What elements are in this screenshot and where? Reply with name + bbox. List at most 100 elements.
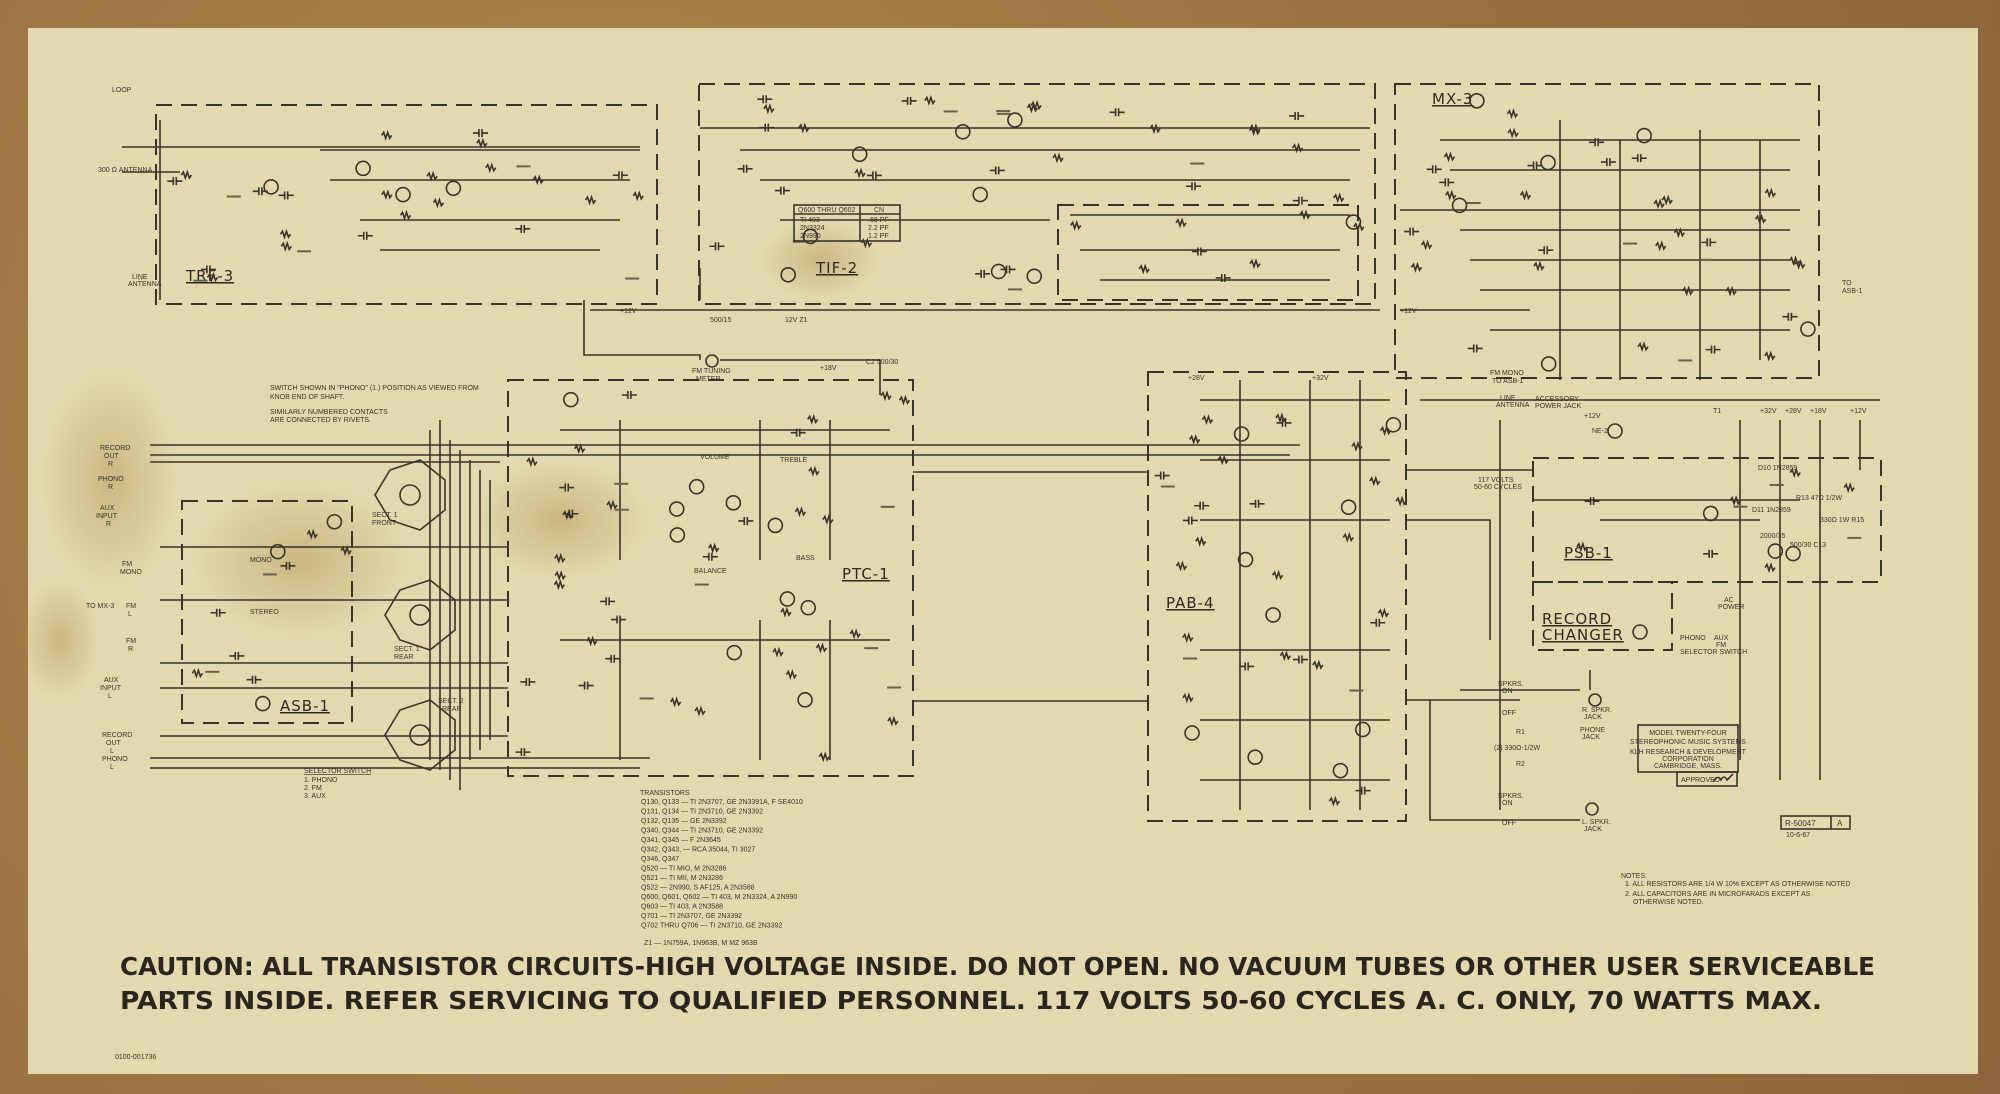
sect1-front-rotor [399,484,421,506]
resistor-symbol [854,167,866,179]
resistor-symbol [1395,495,1407,507]
resistor-symbol [1661,194,1673,206]
svg-text:A: A [1837,819,1843,828]
transistor-symbol [563,391,579,408]
svg-text:3. AUX: 3. AUX [304,793,326,800]
svg-text:+12V: +12V [620,308,637,315]
resistor-symbol [815,642,828,654]
asb1-box [181,500,353,724]
resistor-symbol [1201,414,1214,426]
capacitor-symbol [1701,238,1717,247]
transistor-symbol [270,543,286,560]
svg-text:OUT: OUT [106,740,122,747]
svg-text:POWER JACK: POWER JACK [1535,403,1582,410]
resistor-symbol [1445,189,1457,201]
resistor-symbol [1443,151,1456,163]
transistor-symbol [1026,268,1043,285]
svg-text:T1: T1 [1713,408,1721,415]
capacitor-symbol [1154,471,1170,480]
svg-text:2. ALL CAPACITORS ARE IN MICRO: 2. ALL CAPACITORS ARE IN MICROFARADS EXC… [1625,891,1811,898]
capacitor-symbol [1239,662,1255,671]
svg-text:C2 500/30: C2 500/30 [866,359,898,366]
svg-text:1.2 PF: 1.2 PF [868,233,889,240]
transistor-symbol [955,123,971,140]
capacitor-symbol [1355,786,1371,795]
resistor-symbol [1328,795,1341,807]
component-label-mark [864,647,879,650]
svg-text:KLH RESEARCH & DEVELOPMENT: KLH RESEARCH & DEVELOPMENT [1630,749,1747,756]
capacitor-symbol [210,608,226,617]
svg-text:SPKRS.: SPKRS. [1498,793,1524,800]
capacitor-symbol [737,164,753,173]
resistor-symbol [381,189,393,201]
component-label-mark [614,482,629,485]
resistor-symbol [573,443,586,455]
svg-text:TI 403: TI 403 [800,217,820,224]
component-label-mark [1349,689,1364,692]
capacitor-symbol [621,391,637,400]
svg-text:+18V: +18V [820,365,837,372]
svg-text:MONO: MONO [120,569,142,576]
svg-text:MODEL TWENTY-FOUR: MODEL TWENTY-FOUR [1649,730,1727,737]
capacitor-symbol [1000,265,1016,274]
resistor-symbol [1030,99,1042,111]
svg-text:FM: FM [126,638,136,645]
transistor-symbol [688,478,705,495]
svg-text:MONO: MONO [250,557,272,564]
component-label-mark [1699,258,1714,261]
component-label-mark [614,508,629,511]
capacitor-symbol [1289,111,1305,120]
transistor-list-item: Q522 — 2N990, S AF125, A 2N3588 [641,885,755,892]
transistor-symbol [1233,426,1250,442]
svg-text:LINE: LINE [1500,395,1516,402]
transistor-symbol [725,495,742,511]
resistor-symbol [1410,261,1423,273]
r-speaker-jack-icon [1588,693,1602,707]
svg-text:R2: R2 [1516,761,1525,768]
resistor-symbol [1248,125,1261,137]
transistor-list-item: Q600, Q601, Q602 — TI 403, M 2N3324, A 2… [641,894,797,901]
resistor-symbol [1655,240,1667,252]
component-label-mark [1847,536,1862,539]
resistor-symbol [1299,209,1311,221]
transistor-symbol [1237,551,1254,568]
transistor-symbol [990,263,1007,280]
svg-text:VOLUME: VOLUME [700,454,730,461]
transistor-list-item: Z1 — 1N759A, 1N963B, M MZ 963B [644,940,758,947]
svg-text:+32V: +32V [1312,375,1329,382]
resistor-symbol [1673,227,1686,239]
resistor-symbol [1764,350,1776,362]
transistor-list-item: Q702 THRU Q706 — TI 2N3710, GE 2N3392 [641,923,782,930]
svg-text:300 Ω ANTENNA: 300 Ω ANTENNA [98,167,153,174]
resistor-symbol [1506,108,1519,120]
svg-text:PHONO: PHONO [98,476,124,483]
capacitor-symbol [612,171,628,180]
tif2-box [698,83,1376,305]
svg-text:SELECTOR SWITCH: SELECTOR SWITCH [304,768,371,775]
capacitor-symbol [520,677,536,686]
capacitor-symbol [605,654,621,663]
resistor-symbol [381,129,393,141]
capacitor-symbol [563,509,579,518]
module-boxes [155,83,1882,822]
component-label-mark [1623,242,1638,245]
resistor-symbol [553,579,566,591]
capacitor-symbol [200,265,216,274]
capacitor-symbol [1703,549,1719,558]
svg-text:500/15: 500/15 [710,317,732,324]
resistor-symbol [1353,221,1365,233]
svg-text:1. PHONO: 1. PHONO [304,777,338,784]
resistor-symbol [280,240,292,252]
sect2-rear-rotor [409,724,431,746]
component-label-mark [193,279,208,282]
svg-text:ARE CONNECTED BY RIVETS.: ARE CONNECTED BY RIVETS. [270,417,371,424]
resistor-symbol [554,552,566,564]
svg-text:Q600 THRU Q602: Q600 THRU Q602 [798,207,856,214]
svg-text:TO MX-3: TO MX-3 [86,603,114,610]
transistor-symbol [972,186,988,203]
resistor-symbol [1576,541,1588,553]
capacitor-symbol [1404,227,1420,236]
caution-line-1: CAUTION: ALL TRANSISTOR CIRCUITS-HIGH VO… [120,952,1875,981]
capacitor-symbol [167,177,183,186]
capacitor-symbol [611,615,627,624]
